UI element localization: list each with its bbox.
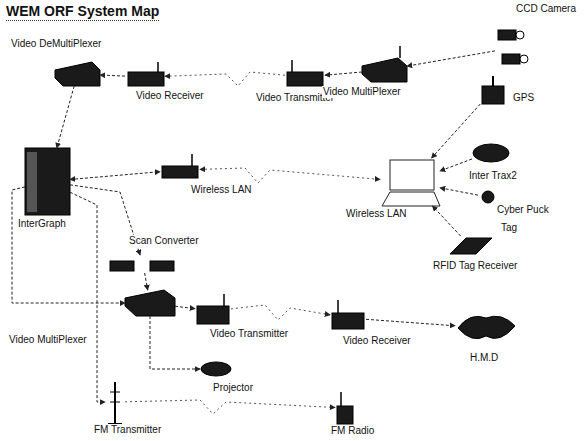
camera-icon	[502, 54, 520, 64]
antenna	[399, 46, 401, 58]
device-label: Inter Trax2	[468, 170, 518, 182]
fm-mast	[114, 382, 116, 424]
device-node: H.M.D	[455, 312, 517, 344]
laptop-screen	[390, 160, 434, 190]
wireless-link	[165, 72, 285, 86]
device-label: GPS	[512, 92, 535, 104]
laptop-base	[382, 192, 440, 206]
puck-icon	[482, 191, 494, 203]
camera-lens	[520, 55, 528, 63]
part-label: Tag	[500, 222, 518, 234]
device-node: Wireless LAN	[380, 158, 440, 206]
device-label: Video Receiver	[342, 335, 412, 347]
device-node: Wireless LAN	[160, 160, 200, 180]
antenna	[157, 62, 159, 72]
signal-line	[432, 104, 481, 158]
device-node: Video Receiver	[330, 305, 366, 331]
signal-line	[366, 319, 455, 326]
antenna	[223, 294, 225, 306]
hmd-icon	[458, 316, 515, 338]
diagram-title: WEM ORF System Map	[6, 3, 159, 21]
device-node: Video Transmitter	[195, 298, 231, 324]
device-label: FM Radio	[330, 425, 375, 437]
device-label: Scan Converter	[128, 235, 199, 247]
wireless-link	[125, 400, 335, 414]
wireless-link	[231, 305, 330, 320]
fm-element	[110, 402, 120, 403]
converter-icon	[150, 261, 174, 271]
demultiplexer-icon	[55, 62, 100, 86]
device-label: RFID Tag Receiver	[432, 260, 518, 272]
camera-icon	[498, 30, 516, 40]
device-node: Video MultiPlexer	[362, 58, 407, 82]
signal-line	[57, 86, 74, 148]
device-node: Scan Converter	[108, 255, 178, 273]
device-label: Cyber Puck	[496, 204, 550, 216]
device-node: Projector	[200, 360, 232, 378]
multiplexer-icon	[125, 290, 175, 316]
device-node: RFID Tag Receiver	[448, 236, 492, 256]
antenna	[291, 60, 293, 72]
signal-line	[175, 306, 195, 309]
signal-line	[150, 316, 200, 369]
antenna	[191, 154, 193, 166]
rfid-reader-icon	[450, 238, 492, 254]
device-label: FM Transmitter	[93, 424, 162, 436]
device-node: InterGraph	[25, 148, 70, 215]
device-label: Video MultiPlexer	[322, 86, 402, 98]
gps-icon	[482, 86, 504, 104]
tower-highlight	[27, 152, 37, 212]
projector-icon	[201, 362, 231, 376]
device-label: InterGraph	[17, 218, 67, 230]
multiplexer-icon	[362, 58, 407, 82]
device-label: Video Receiver	[135, 90, 205, 102]
device-label: Video Transmitter	[209, 328, 289, 340]
signal-line	[433, 206, 461, 236]
device-label: Projector	[212, 382, 254, 394]
device-label: Video MultiPlexer	[8, 334, 88, 346]
device-node: CCD Camera	[495, 25, 535, 70]
device-node: Video Receiver	[125, 68, 165, 86]
radio-icon	[337, 406, 353, 424]
device-label: H.M.D	[469, 352, 499, 364]
device-node: GPS	[478, 78, 506, 104]
device-node: Inter Trax2	[472, 140, 510, 164]
device-node: Video MultiPlexer	[125, 290, 175, 316]
device-label: Video DeMultiPlexer	[10, 38, 102, 50]
antenna	[337, 300, 339, 313]
receiver-icon	[128, 72, 164, 86]
fm-element	[110, 392, 120, 393]
device-label: Wireless LAN	[345, 208, 408, 220]
device-node: Video DeMultiPlexer	[55, 62, 100, 86]
signal-line	[407, 51, 495, 66]
signal-line	[145, 273, 148, 290]
receiver-icon	[332, 313, 364, 329]
device-label: CCD Camera	[515, 3, 577, 15]
transmitter-icon	[197, 306, 229, 324]
signal-line	[70, 172, 160, 180]
device-node: Video Transmitter	[285, 68, 325, 86]
converter-icon	[110, 261, 134, 271]
antenna	[340, 392, 342, 406]
tracker-icon	[473, 144, 509, 162]
transmitter-icon	[287, 72, 323, 86]
camera-lens	[516, 31, 524, 39]
signal-line	[100, 75, 125, 76]
device-label: Wireless LAN	[190, 184, 253, 196]
device-node: FM Radio	[335, 392, 355, 424]
device-node: Cyber Puck	[478, 190, 498, 204]
signal-line	[325, 72, 362, 75]
wlan-icon	[162, 166, 198, 178]
wireless-link	[200, 168, 380, 183]
signal-line	[70, 192, 105, 402]
computer-tower	[25, 148, 70, 215]
antenna	[492, 76, 494, 86]
signal-line	[12, 187, 125, 303]
device-node: FM Transmitter	[105, 380, 125, 424]
signal-line	[440, 188, 478, 195]
